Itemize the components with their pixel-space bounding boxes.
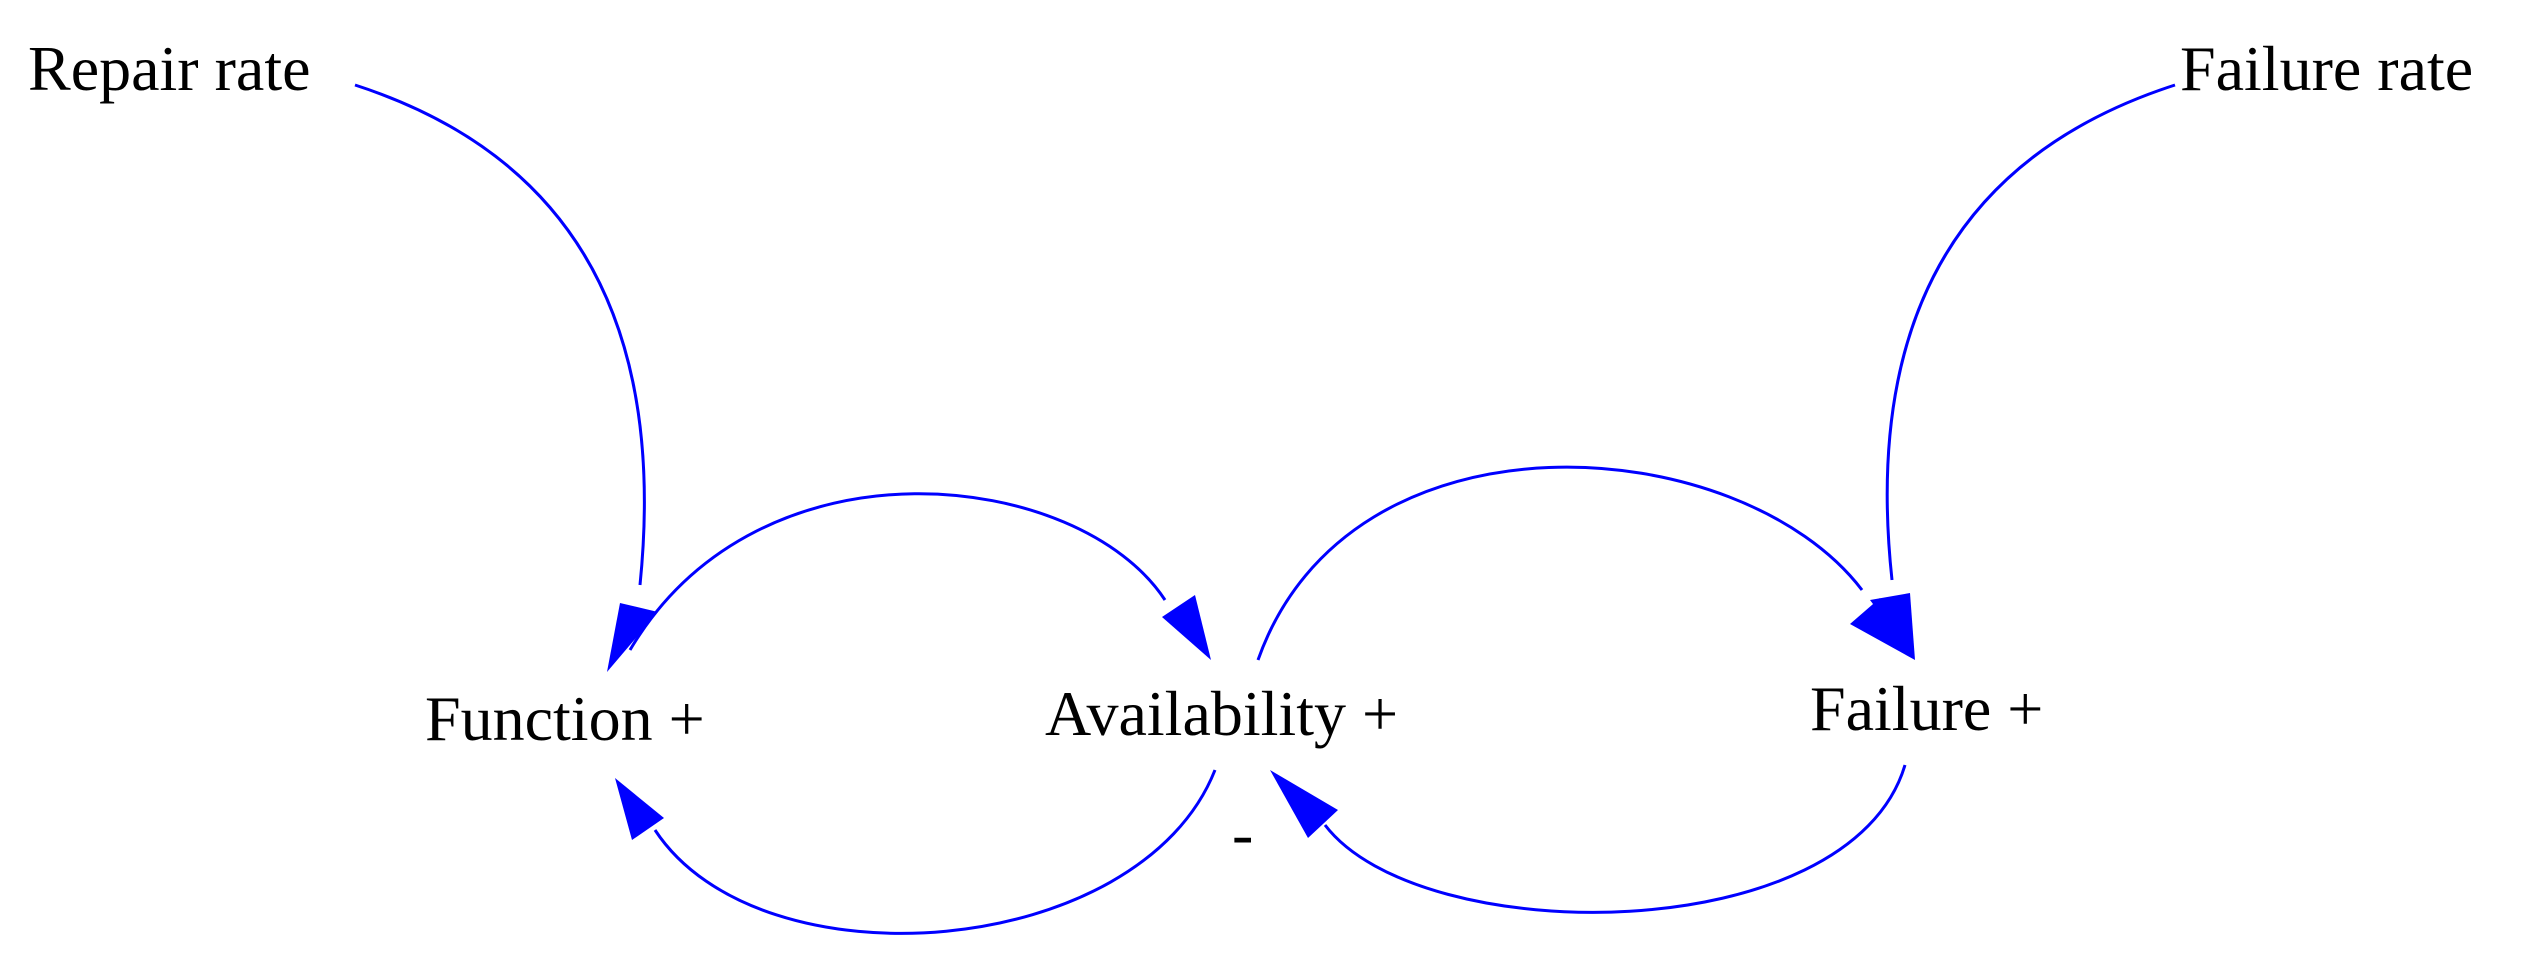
- node-failure: Failure +: [1810, 673, 2043, 744]
- node-availability: Availability +: [1045, 678, 1398, 749]
- polarity-minus-sign: -: [1232, 798, 1253, 869]
- node-function: Function +: [425, 683, 705, 754]
- node-failure-rate: Failure rate: [2180, 33, 2473, 104]
- link-availability-to-function: [615, 769, 1217, 935]
- link-function-to-availability: [628, 492, 1211, 660]
- link-failure-to-availability: [1270, 764, 1907, 914]
- link-availability-to-failure: [1256, 465, 1915, 661]
- node-repair-rate: Repair rate: [28, 33, 311, 104]
- link-repair-rate-to-function: [354, 83, 658, 672]
